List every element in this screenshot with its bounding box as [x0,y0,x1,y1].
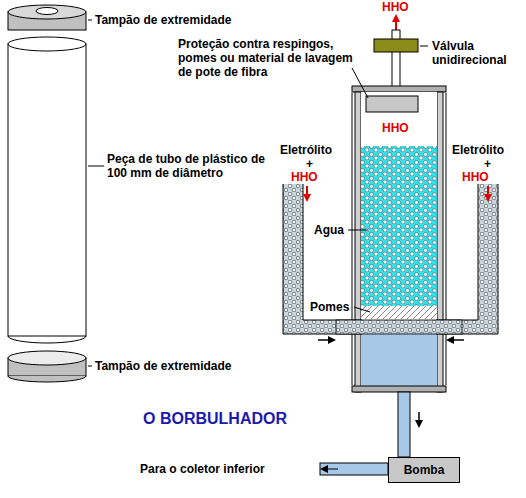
pumice [361,306,437,319]
gas-label: HHO [382,0,422,14]
plastic-tube [8,37,86,343]
gas-label: HHO [291,170,331,184]
plus-sign: + [306,157,320,171]
pump-label: Bomba [404,463,445,477]
gas-label: HHO [462,170,502,184]
check-valve [374,39,418,52]
splash-guard [366,96,418,112]
part-label: Peça de tubo de plástico de 100 mm de di… [107,152,272,180]
fluid-label: Eletrólito [280,143,350,157]
pipe-label: Para o coletor inferior [140,462,316,476]
gas-label: HHO [382,121,422,135]
part-label: Pomes [310,300,354,314]
bottom-end-cap [8,351,86,382]
fluid-label: Eletrólito [452,143,522,157]
diagram-title: O BORBULHADOR [143,410,287,428]
part-label: Tampão de extremidade [95,13,265,27]
part-label: Proteção contra respingos, pomes ou mate… [178,37,354,79]
top-end-cap [8,5,86,30]
water [361,146,437,306]
plus-sign: + [484,157,498,171]
part-label: Válvula unidirecional [432,39,522,67]
part-label: Agua [314,223,354,237]
part-label: Tampão de extremidade [95,359,265,373]
pump-box: Bomba [388,457,460,483]
lower-chamber [361,334,437,386]
